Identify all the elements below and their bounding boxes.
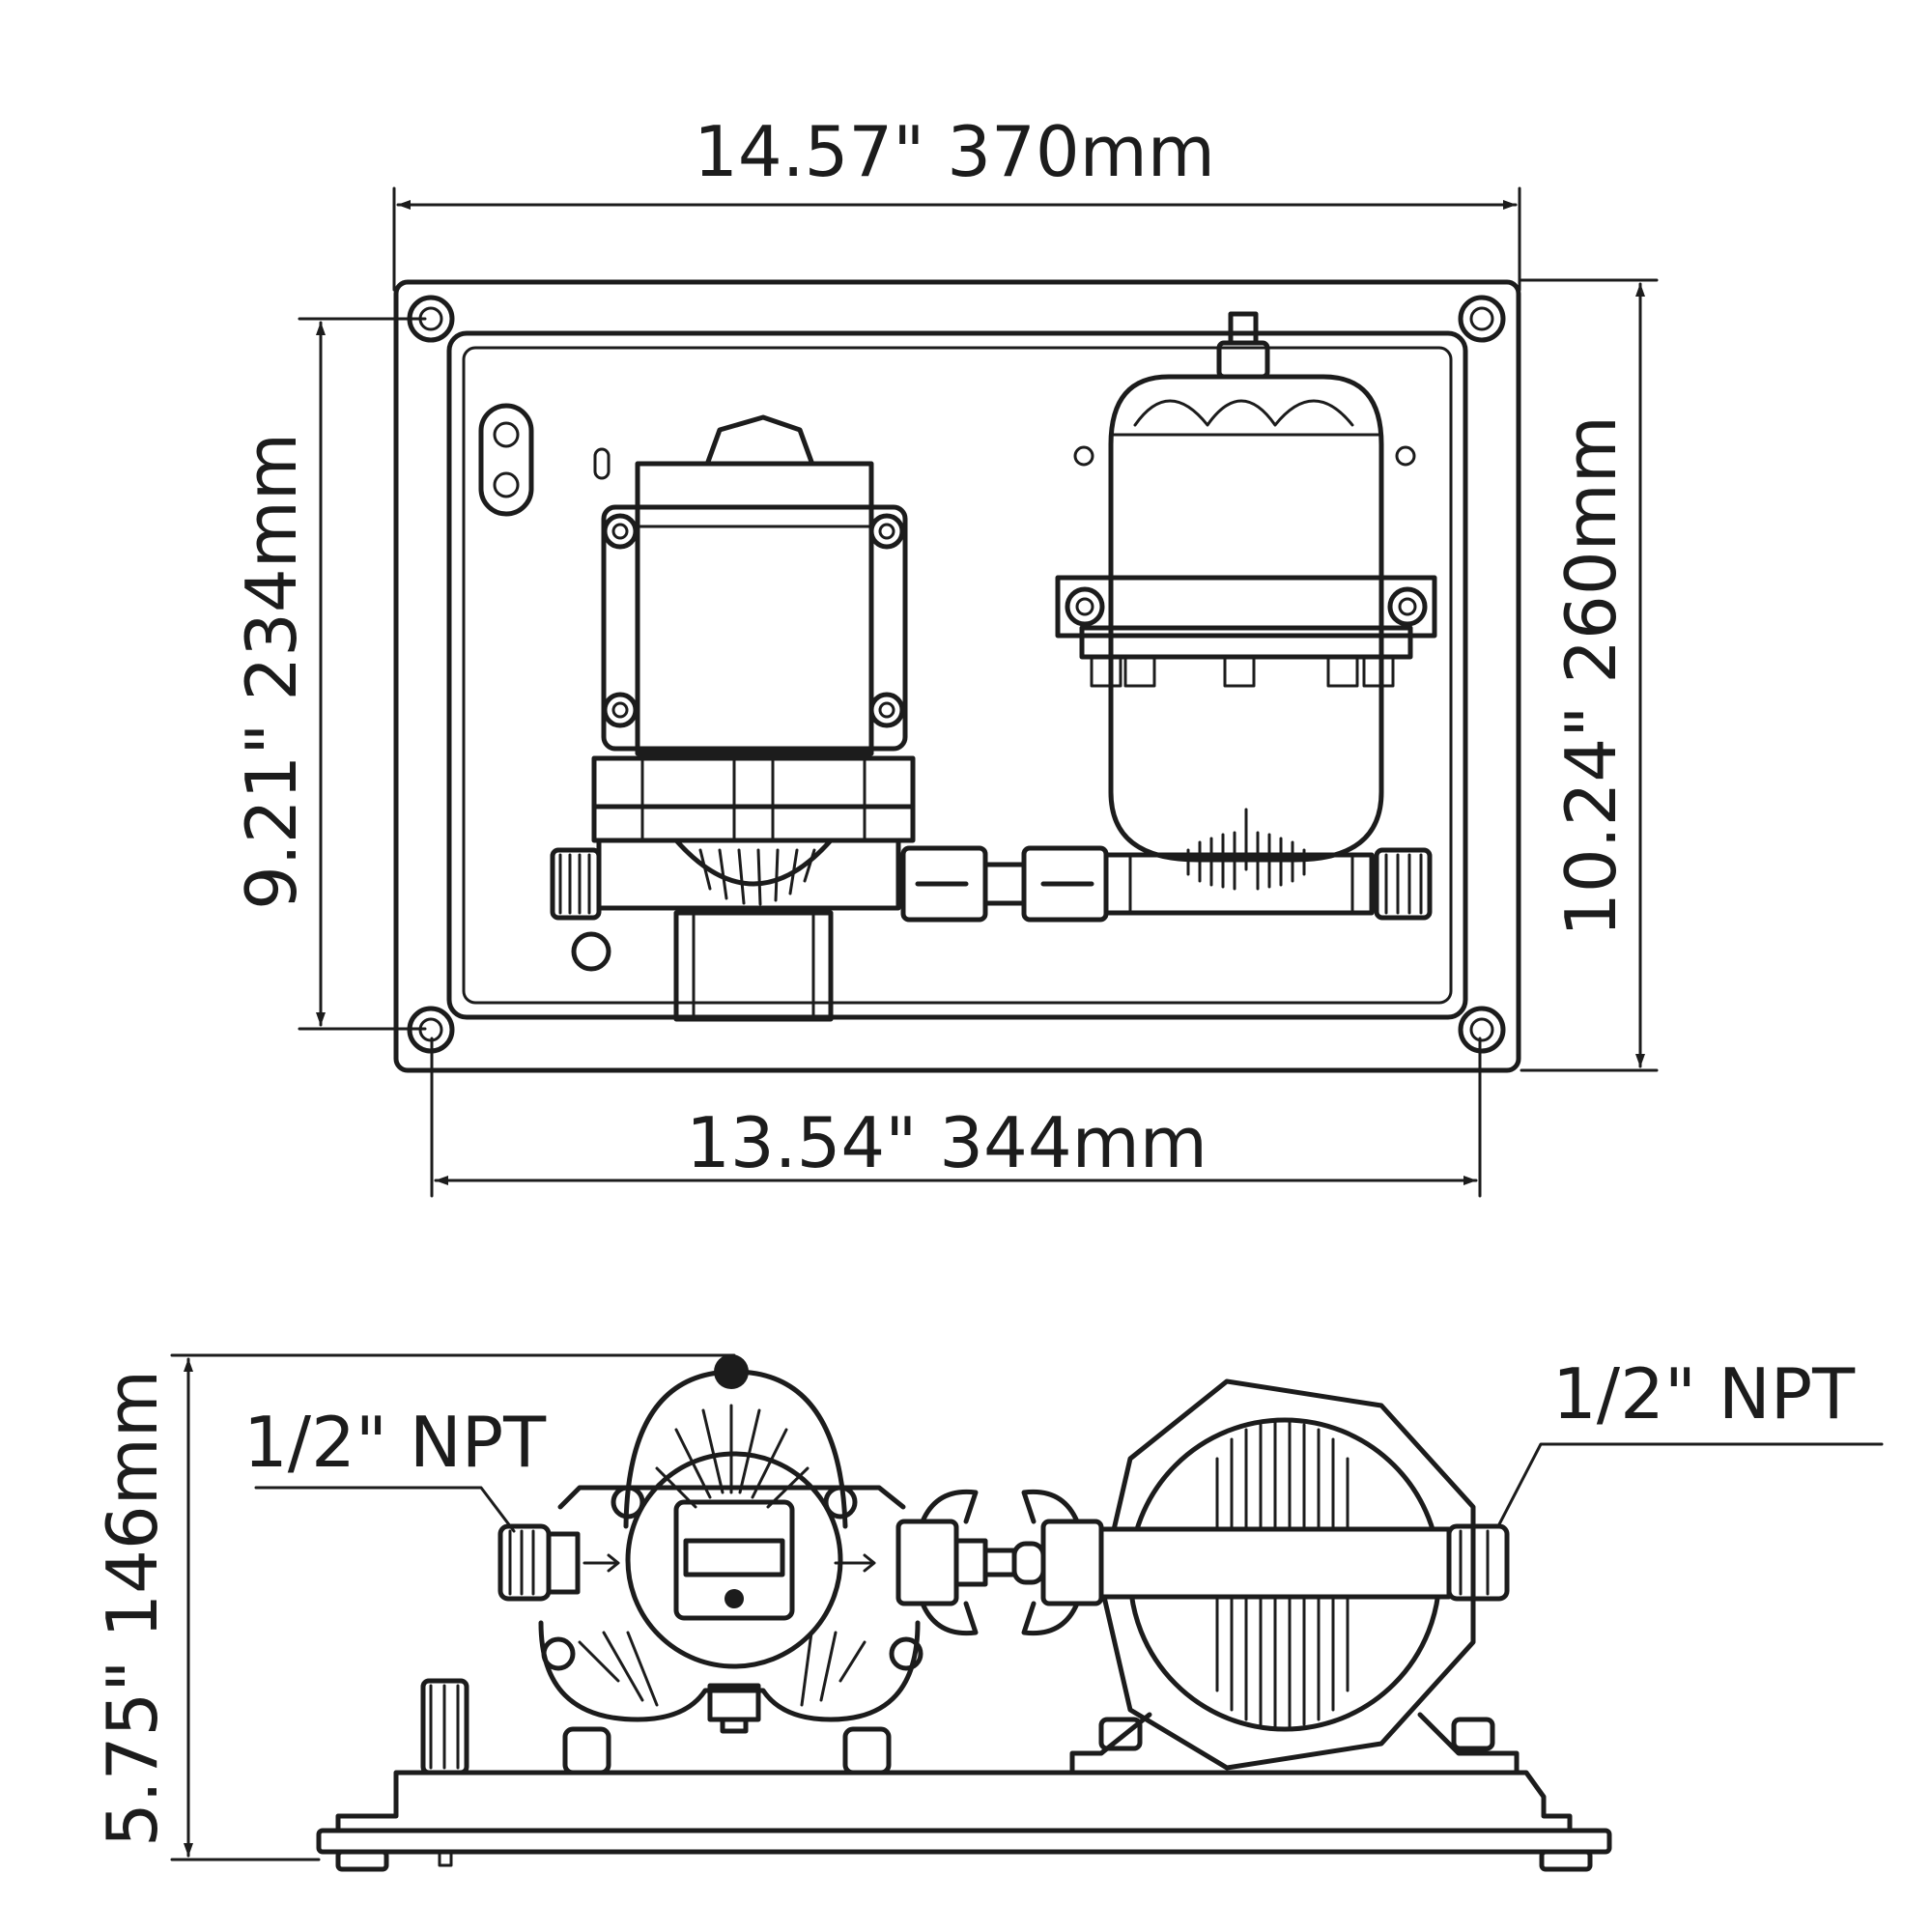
pump-head-circle [625,1451,843,1669]
mounting-hole [1458,1006,1506,1054]
accumulator-tank-side [1069,1378,1520,1776]
mounting-hole [1458,295,1506,343]
mount-width-dimension: 13.54" 344mm [430,1037,1482,1198]
outlet-port-label: 1/2" NPT [1552,1353,1856,1435]
side-view: 5.75" 146mm 1/2" NPT 1/2" NPT [92,1353,1884,1872]
mounting-hole [407,1006,455,1054]
top-view: 14.57" 370mm 9.21" 234mm 10.24" 260mm 13… [231,111,1659,1198]
side-height-dimension: 5.75" 146mm [92,1353,736,1861]
drain-hole [571,931,611,972]
inlet-callout: 1/2" NPT [243,1402,547,1533]
side-height-label: 5.75" 146mm [92,1370,173,1847]
inner-tray [446,330,1468,1020]
overall-height-label: 10.24" 260mm [1550,415,1632,937]
pump-motor-top [550,414,916,1022]
accumulator-tank-top [1055,311,1437,921]
union-fittings-side [895,1489,1104,1636]
inlet-port-label: 1/2" NPT [243,1402,547,1483]
mount-width-label: 13.54" 344mm [686,1102,1208,1183]
terminal-block [478,403,534,517]
connector-pipe-top [900,845,1375,923]
outlet-callout: 1/2" NPT [1497,1353,1884,1526]
overall-width-dimension: 14.57" 370mm [392,111,1521,292]
overall-height-dimension: 10.24" 260mm [1520,278,1659,1072]
mounting-hole [407,295,455,343]
base-plate [393,279,1521,1073]
mount-height-label: 9.21" 234mm [231,433,312,910]
pump-side [497,1354,923,1776]
overall-width-label: 14.57" 370mm [694,111,1215,192]
cable-gland [420,1678,469,1776]
mount-height-dimension: 9.21" 234mm [231,317,427,1031]
side-base [316,1770,1612,1872]
